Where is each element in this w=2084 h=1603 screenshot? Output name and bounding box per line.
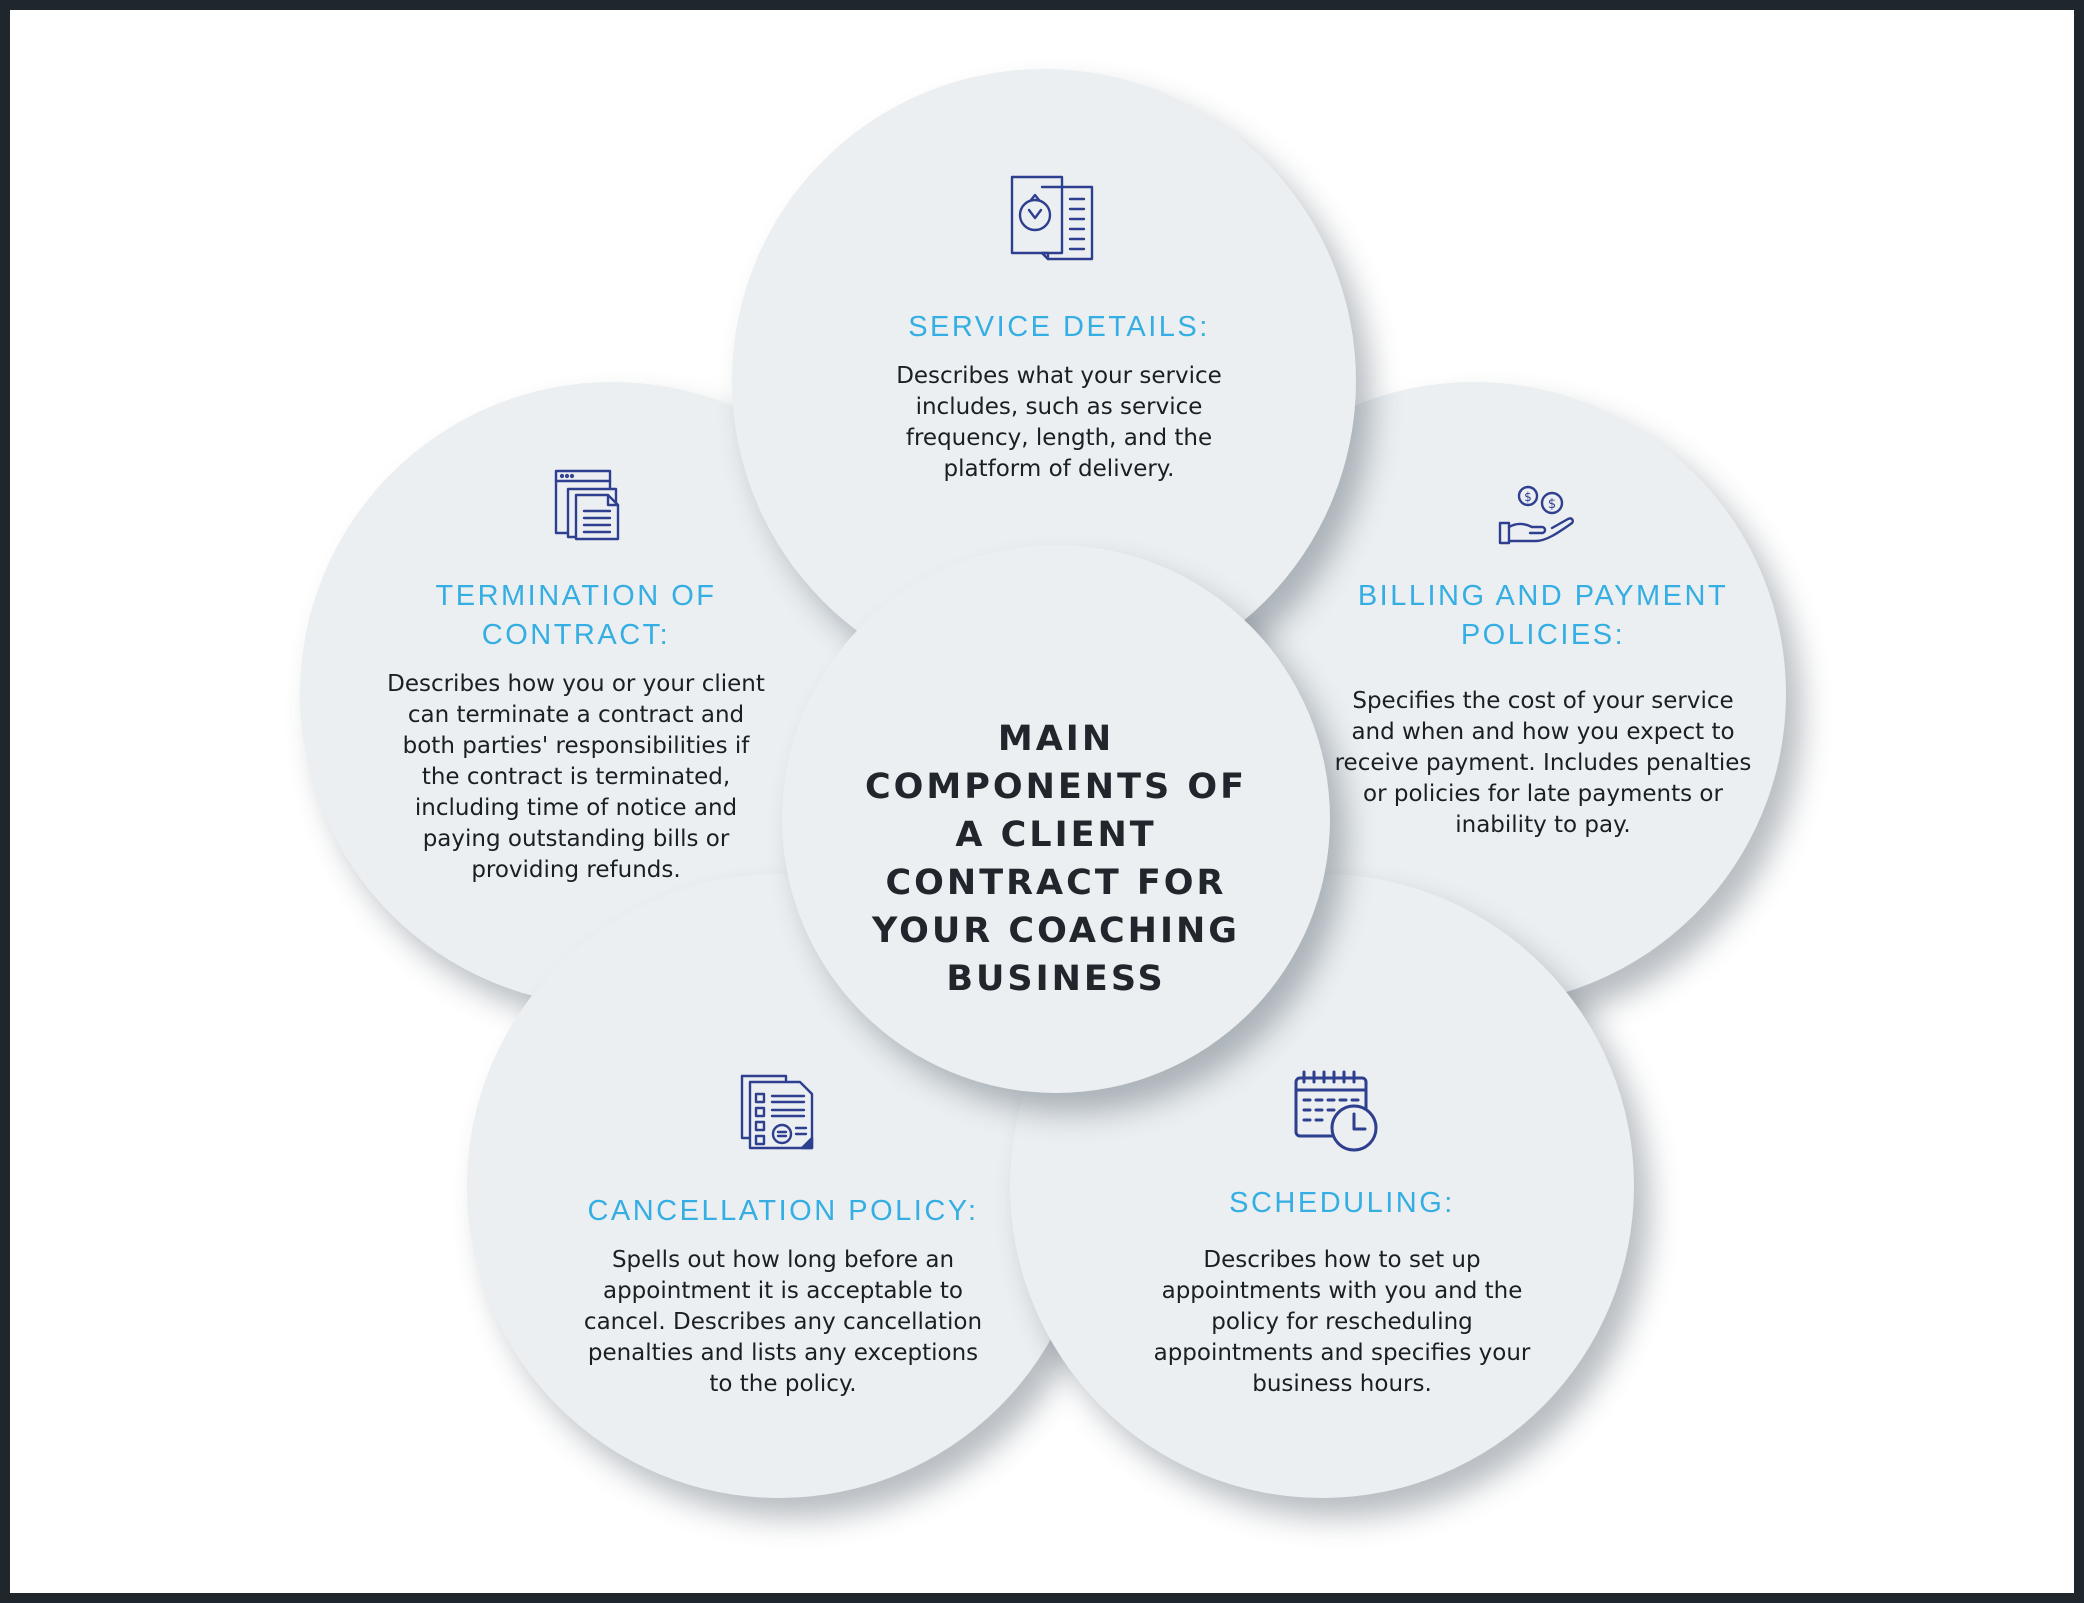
document-with-badge-icon [1008,173,1098,265]
cancellation-block: CANCELLATION POLICY: Spells out how long… [578,1192,988,1400]
checklist-document-icon [736,1070,818,1152]
billing-heading: BILLING AND PAYMENT POLICIES: [1357,580,1729,651]
service-details-block: SERVICE DETAILS: Describes what your ser… [882,308,1236,485]
diagram-canvas: SERVICE DETAILS: Describes what your ser… [10,10,2074,1593]
stacked-documents-icon [552,467,624,541]
cancellation-description: Spells out how long before an appointmen… [583,1247,983,1397]
svg-text:$: $ [1524,490,1532,504]
circle-center [782,545,1330,1093]
service-details-heading: SERVICE DETAILS: [908,311,1210,343]
billing-description: Specifies the cost of your service and w… [1334,688,1752,838]
billing-block: BILLING AND PAYMENT POLICIES: Specifies … [1328,577,1758,841]
scheduling-description: Describes how to set up appointments wit… [1153,1247,1531,1397]
termination-heading: TERMINATION OF CONTRACT: [435,580,717,651]
scheduling-block: SCHEDULING: Describes how to set up appo… [1144,1184,1540,1400]
calendar-clock-icon [1290,1068,1382,1154]
hand-with-coins-icon: $ $ [1496,483,1578,549]
service-details-description: Describes what your service includes, su… [896,363,1222,482]
cancellation-heading: CANCELLATION POLICY: [587,1195,979,1227]
scheduling-heading: SCHEDULING: [1229,1187,1455,1219]
svg-text:$: $ [1548,497,1556,512]
termination-description: Describes how you or your client can ter… [387,671,765,883]
center-title: MAIN COMPONENTS OF A CLIENT CONTRACT FOR… [864,719,1248,999]
termination-block: TERMINATION OF CONTRACT: Describes how y… [386,577,766,886]
